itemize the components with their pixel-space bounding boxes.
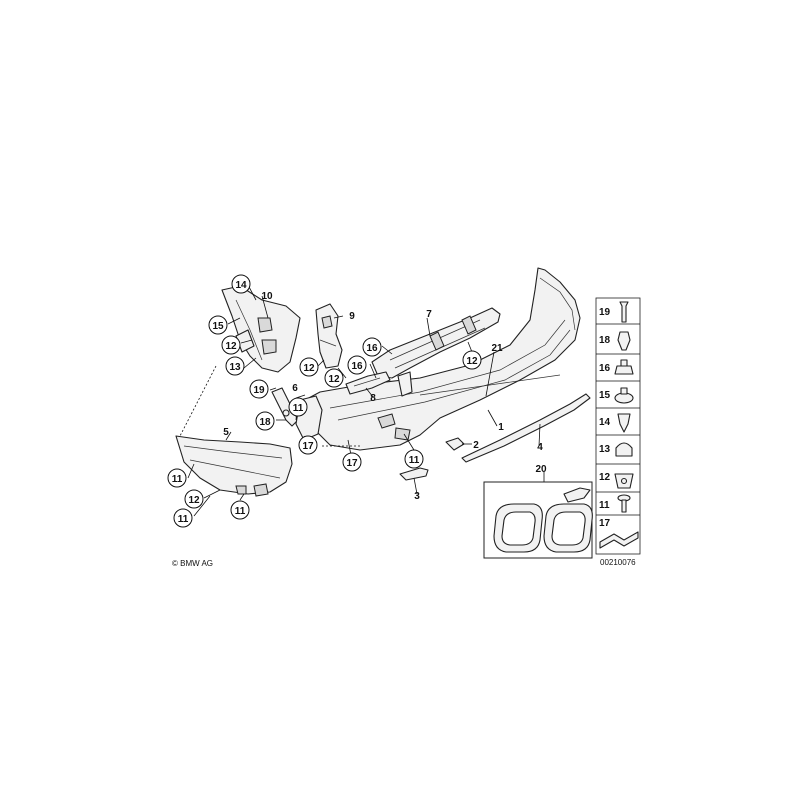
tape-strip-icon	[599, 531, 639, 549]
diagram-number: 00210076	[600, 558, 636, 567]
callout-12: 12	[324, 368, 344, 388]
nut-icon	[614, 359, 634, 375]
callout-18: 18	[255, 411, 275, 431]
legend-13: 13	[599, 444, 611, 455]
legend-17: 17	[599, 518, 611, 529]
callout-12: 12	[184, 489, 204, 509]
svg-text:2: 2	[473, 440, 479, 451]
bracket-9-part[interactable]	[315, 303, 343, 369]
callout-13: 13	[225, 356, 245, 376]
callout-16: 16	[362, 337, 382, 357]
clip-icon	[617, 331, 631, 351]
callout-12: 12	[462, 350, 482, 370]
svg-text:11: 11	[178, 514, 189, 525]
exhaust-trim-set-20-part[interactable]	[483, 481, 593, 559]
callout-12: 12	[299, 357, 319, 377]
cap-2-part[interactable]	[445, 437, 465, 451]
svg-text:8: 8	[370, 393, 376, 404]
callout-8: 8	[370, 393, 376, 404]
legend-19: 19	[599, 307, 611, 318]
callout-labels: 14 10 15 12 13 9 12 16 7 16 12 12 21 8 1…	[167, 274, 547, 528]
svg-text:17: 17	[346, 458, 358, 469]
svg-text:9: 9	[349, 311, 355, 322]
bracket-10-part[interactable]	[221, 285, 301, 373]
callout-11: 11	[173, 508, 193, 528]
svg-text:13: 13	[229, 362, 241, 373]
screw-icon	[619, 301, 629, 323]
svg-text:12: 12	[328, 374, 340, 385]
bumper-carrier-part[interactable]	[371, 307, 501, 397]
svg-text:18: 18	[259, 417, 271, 428]
svg-text:1: 1	[498, 422, 504, 433]
bracket-8-part[interactable]	[345, 371, 391, 395]
callout-5: 5	[223, 427, 229, 438]
svg-text:16: 16	[351, 361, 363, 372]
callout-10: 10	[261, 291, 273, 302]
svg-text:21: 21	[491, 343, 503, 354]
svg-text:7: 7	[426, 309, 432, 320]
side-panel-5-part[interactable]	[175, 435, 293, 497]
callout-3: 3	[414, 491, 420, 502]
svg-text:10: 10	[261, 291, 273, 302]
bumper-trim-panel-part[interactable]	[304, 267, 581, 451]
legend-12: 12	[599, 472, 611, 483]
callout-7: 7	[426, 309, 432, 320]
svg-text:11: 11	[409, 455, 420, 466]
copyright-text: © BMW AG	[172, 559, 213, 568]
grommet-icon	[614, 387, 634, 404]
svg-text:15: 15	[212, 321, 224, 332]
callout-20: 20	[535, 464, 547, 475]
svg-text:17: 17	[302, 441, 314, 452]
speed-nut-icon	[614, 473, 634, 489]
callout-11: 11	[404, 449, 424, 469]
callout-6: 6	[292, 383, 298, 394]
svg-text:12: 12	[303, 363, 315, 374]
svg-text:11: 11	[172, 474, 183, 485]
callout-9: 9	[349, 311, 355, 322]
expanding-rivet-icon	[617, 413, 631, 433]
callout-16: 16	[347, 355, 367, 375]
trim-strip-4-part[interactable]	[461, 393, 591, 463]
callout-17: 17	[342, 452, 362, 472]
torx-screw-icon	[617, 494, 631, 513]
svg-text:6: 6	[292, 383, 298, 394]
legend-11: 11	[599, 500, 610, 511]
callout-2: 2	[473, 440, 479, 451]
legend-15: 15	[599, 390, 611, 401]
bracket-6-part[interactable]	[271, 387, 299, 427]
callout-1: 1	[498, 422, 504, 433]
svg-text:3: 3	[414, 491, 420, 502]
svg-text:19: 19	[253, 385, 265, 396]
svg-text:4: 4	[537, 442, 543, 453]
svg-text:20: 20	[535, 464, 547, 475]
svg-text:11: 11	[235, 506, 246, 517]
callout-12: 12	[221, 335, 241, 355]
svg-text:12: 12	[225, 341, 237, 352]
fastener-legend: 19 18 16 15 14 13 12 11 17	[595, 297, 641, 555]
callout-17: 17	[298, 435, 318, 455]
svg-text:14: 14	[235, 280, 247, 291]
legend-14: 14	[599, 417, 611, 428]
legend-16: 16	[599, 363, 611, 374]
callout-4: 4	[537, 442, 543, 453]
callout-15: 15	[208, 315, 228, 335]
callout-21: 21	[491, 343, 503, 354]
callout-11: 11	[288, 397, 308, 417]
svg-text:5: 5	[223, 427, 229, 438]
reflector-3-part[interactable]	[399, 467, 429, 481]
svg-text:11: 11	[293, 403, 304, 414]
legend-18: 18	[599, 335, 611, 346]
svg-text:12: 12	[188, 495, 200, 506]
callout-11: 11	[230, 500, 250, 520]
svg-text:16: 16	[366, 343, 378, 354]
callout-11: 11	[167, 468, 187, 488]
callout-14: 14	[231, 274, 251, 294]
callout-19: 19	[249, 379, 269, 399]
cap-nut-icon	[615, 442, 633, 457]
svg-text:12: 12	[466, 356, 478, 367]
